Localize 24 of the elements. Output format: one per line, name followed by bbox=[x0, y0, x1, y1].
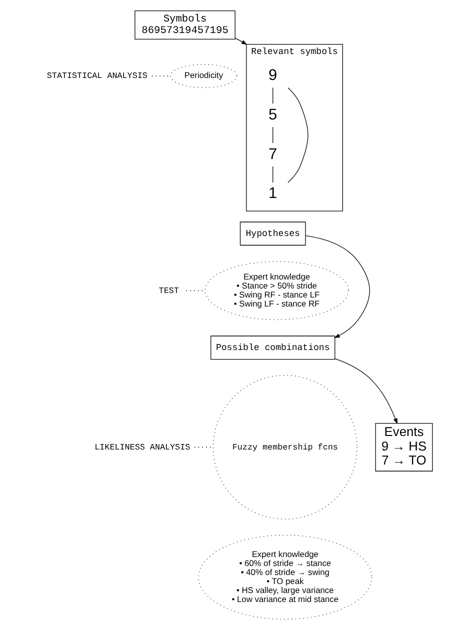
node-text: TEST bbox=[158, 286, 178, 296]
connector bbox=[194, 446, 214, 448]
node-box: Events 9 → HS 7 → TO bbox=[374, 423, 432, 472]
node-text: 7 bbox=[268, 146, 277, 163]
node-ellipse: Periodicity bbox=[170, 64, 237, 88]
connector bbox=[185, 290, 205, 292]
node-box: Possible combinations bbox=[210, 336, 335, 360]
arrow bbox=[234, 38, 247, 45]
connector bbox=[287, 87, 308, 183]
connector bbox=[272, 126, 273, 144]
arrow bbox=[334, 358, 397, 424]
node-ellipse: Expert knowledge • Stance > 50% stride • Swing RF - stance LF • Swing LF - stance RF bbox=[204, 261, 348, 320]
node-box: Hypotheses bbox=[239, 222, 306, 246]
connector bbox=[272, 166, 273, 183]
node-text: 5 bbox=[268, 106, 277, 124]
node-text: 9 bbox=[268, 67, 277, 84]
arrow bbox=[304, 235, 370, 338]
node-circle: Fuzzy membership fcns bbox=[212, 374, 357, 520]
connector bbox=[272, 87, 273, 104]
node-text: LIKELINESS ANALYSIS bbox=[94, 442, 190, 452]
node-ellipse: Expert knowledge • 60% of stride → stance • 40% of stride → swing • TO peak • HS valley, large variance • Low variance at mid stance bbox=[198, 534, 372, 620]
node-box: Symbols 86957319457195 bbox=[134, 10, 235, 40]
node-text: STATISTICAL ANALYSIS bbox=[46, 71, 147, 82]
node-text: 1 bbox=[268, 185, 277, 202]
